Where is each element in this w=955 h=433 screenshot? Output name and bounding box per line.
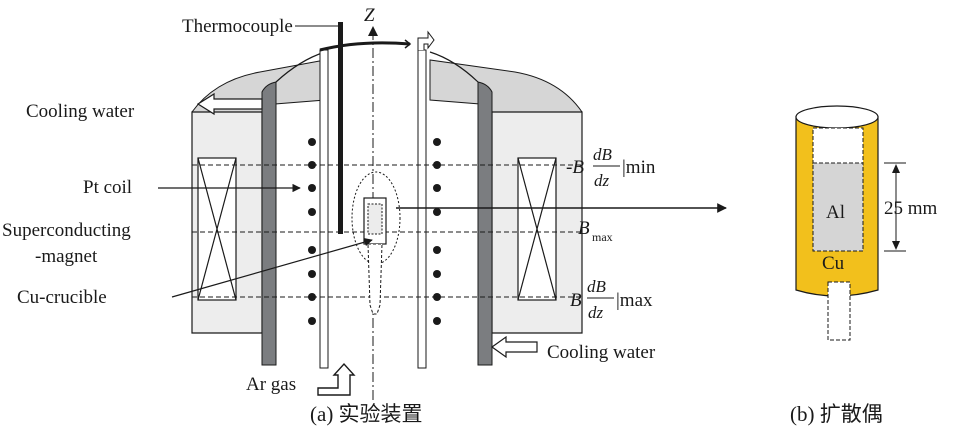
al-block [812, 162, 864, 252]
formula-max-num: dB [587, 277, 607, 296]
formula-min: -B dB dz |min [566, 145, 656, 190]
formula-max-suffix: |max [616, 290, 653, 311]
cooling-water-top-label: Cooling water [26, 101, 135, 122]
formula-min-den: dz [594, 171, 610, 190]
quartz-tube-right [417, 49, 427, 369]
cu-label: Cu [822, 253, 845, 274]
diffusion-couple [795, 105, 906, 341]
formula-min-prefix: -B [566, 157, 584, 178]
quartz-tube-left [319, 49, 329, 369]
formula-min-num: dB [593, 145, 613, 164]
crucible-small [363, 197, 387, 315]
crucible-cavity [812, 127, 864, 166]
crucible-stem [827, 281, 851, 341]
caption-a: (a) 实验装置 [310, 402, 423, 426]
coolant-dome-right [429, 59, 583, 119]
leader-cu-crucible [171, 238, 373, 298]
dim-arrow-bottom [892, 241, 900, 250]
cooling-water-bottom-label: Cooling water [547, 342, 656, 363]
thermocouple-rod [338, 22, 343, 234]
superconducting-label-line2: -magnet [35, 246, 98, 267]
cooling-water-bottom-arrow [490, 335, 538, 359]
cu-crucible-label: Cu-crucible [17, 287, 107, 308]
pt-coil-label: Pt coil [83, 177, 132, 198]
dim-arrow-top [892, 164, 900, 173]
pt-coil-dots-right [433, 138, 441, 325]
formula-bmax: B max [578, 218, 613, 244]
apparatus [158, 22, 727, 400]
ar-gas-inlet-arrow [317, 362, 356, 396]
formula-max: B dB dz |max [570, 277, 653, 322]
tube-top-cap [319, 41, 411, 52]
magnet-coil-left [197, 157, 237, 301]
superconducting-label-line1: Superconducting [2, 220, 131, 241]
gas-outlet-pipe [417, 30, 435, 50]
magnet-coil-right [517, 157, 557, 301]
formula-max-den: dz [588, 303, 604, 322]
al-label: Al [826, 202, 845, 223]
formula-max-prefix: B [570, 290, 582, 311]
z-axis-arrow [368, 26, 378, 36]
vessel-top-arc-right [429, 51, 479, 83]
dimension-label: 25 mm [884, 198, 938, 219]
formula-min-suffix: |min [622, 157, 656, 178]
formula-bmax-b: B [578, 218, 590, 239]
z-axis-label: Z [364, 5, 375, 26]
thermocouple-label: Thermocouple [182, 16, 293, 37]
caption-b: (b) 扩散偶 [790, 402, 883, 426]
tube-wall-right [477, 81, 493, 366]
tube-wall-left [261, 81, 277, 366]
top-cap-arrow [404, 39, 412, 49]
cooling-water-top-arrow [196, 92, 263, 116]
ar-gas-label: Ar gas [246, 374, 296, 395]
crucible-top [795, 105, 879, 129]
formula-bmax-sub: max [592, 230, 613, 244]
